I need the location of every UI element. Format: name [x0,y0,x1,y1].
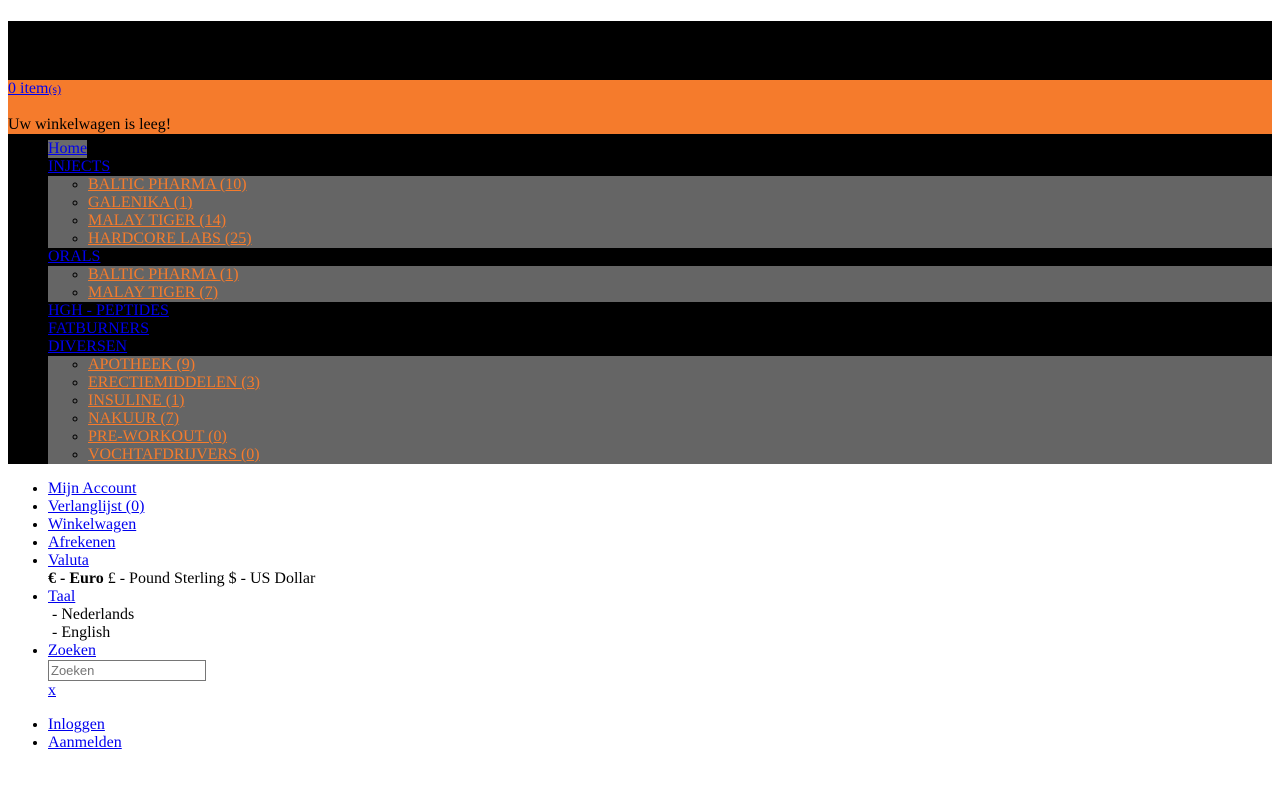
currency-link[interactable]: Valuta [48,552,89,569]
submenu-injects: BALTIC PHARMA (10) GALENIKA (1) MALAY TI… [48,176,1272,248]
menu-link-home[interactable]: Home [48,140,88,158]
menu-link-hgh-peptides[interactable]: HGH - PEPTIDES [48,302,169,319]
submenu-link-baltic-pharma[interactable]: BALTIC PHARMA (1) [88,266,239,283]
submenu-diversen: APOTHEEK (9) ERECTIEMIDDELEN (3) INSULIN… [48,356,1272,464]
submenu-link-apotheek[interactable]: APOTHEEK (9) [88,356,196,373]
cart-count-link[interactable]: 0 item(s) [8,80,1272,98]
cart-empty-message: Uw winkelwagen is leeg! [8,116,172,133]
submenu-item: ERECTIEMIDDELEN (3) [88,374,1272,392]
account-item: Mijn Account [48,480,1272,498]
submenu-item: HARDCORE LABS (25) [88,230,1272,248]
submenu-item: PRE-WORKOUT (0) [88,428,1272,446]
cart-count-label: 0 item [8,80,49,97]
language-link[interactable]: Taal [48,588,76,605]
menu-item-diversen: DIVERSEN APOTHEEK (9) ERECTIEMIDDELEN (3… [48,338,1272,464]
wishlist-link[interactable]: Verlanglijst (0) [48,498,145,515]
menu-item-hgh-peptides: HGH - PEPTIDES [48,302,1272,320]
menu-item-orals: ORALS BALTIC PHARMA (1) MALAY TIGER (7) [48,248,1272,302]
submenu-link-malay-tiger[interactable]: MALAY TIGER (7) [88,284,219,301]
auth-links: Inloggen Aanmelden [8,716,1272,752]
submenu-link-malay-tiger[interactable]: MALAY TIGER (14) [88,212,227,229]
account-links: Mijn Account Verlanglijst (0) Winkelwage… [8,480,1272,700]
main-menu: Home INJECTS BALTIC PHARMA (10) GALENIKA… [8,134,1272,464]
submenu-link-galenika[interactable]: GALENIKA (1) [88,194,193,211]
submenu-link-erectiemiddelen[interactable]: ERECTIEMIDDELEN (3) [88,374,260,391]
submenu-item: NAKUUR (7) [88,410,1272,428]
menu-link-injects[interactable]: INJECTS [48,158,111,175]
submenu-item: BALTIC PHARMA (10) [88,176,1272,194]
my-account-link[interactable]: Mijn Account [48,480,137,497]
submenu-item: INSULINE (1) [88,392,1272,410]
submenu-link-pre-workout[interactable]: PRE-WORKOUT (0) [88,428,227,445]
search-close-link[interactable]: x [48,682,56,699]
account-item: Winkelwagen [48,516,1272,534]
language-option-nl[interactable]: - Nederlands [48,606,135,623]
cart-bar: 0 item(s) Uw winkelwagen is leeg! [8,80,1272,134]
submenu-link-baltic-pharma[interactable]: BALTIC PHARMA (10) [88,176,247,193]
menu-item-home: Home [48,140,1272,158]
submenu-link-vochtafdrijvers[interactable]: VOCHTAFDRIJVERS (0) [88,446,260,463]
submenu-item: MALAY TIGER (14) [88,212,1272,230]
menu-item-injects: INJECTS BALTIC PHARMA (10) GALENIKA (1) … [48,158,1272,248]
submenu-link-hardcore-labs[interactable]: HARDCORE LABS (25) [88,230,252,247]
cart-link[interactable]: Winkelwagen [48,516,137,533]
menu-link-fatburners[interactable]: FATBURNERS [48,320,150,337]
auth-item: Inloggen [48,716,1272,734]
currency-options: € - Euro £ - Pound Sterling $ - US Dolla… [48,570,1272,588]
account-item: Afrekenen [48,534,1272,552]
language-option-en[interactable]: - English [48,624,111,641]
currency-euro-selected[interactable]: € - Euro [48,570,104,587]
search-link[interactable]: Zoeken [48,642,96,659]
register-link[interactable]: Aanmelden [48,734,122,751]
cart-count-suffix: (s) [48,82,62,96]
login-link[interactable]: Inloggen [48,716,105,733]
currency-other-options[interactable]: £ - Pound Sterling $ - US Dollar [103,570,316,587]
submenu-orals: BALTIC PHARMA (1) MALAY TIGER (7) [48,266,1272,302]
account-item: Zoeken x [48,642,1272,700]
submenu-item: VOCHTAFDRIJVERS (0) [88,446,1272,464]
top-header-bar [8,21,1272,80]
checkout-link[interactable]: Afrekenen [48,534,116,551]
submenu-item: APOTHEEK (9) [88,356,1272,374]
submenu-item: BALTIC PHARMA (1) [88,266,1272,284]
account-item: Valuta € - Euro £ - Pound Sterling $ - U… [48,552,1272,588]
page: 0 item(s) Uw winkelwagen is leeg! Home I… [0,0,1280,752]
submenu-item: MALAY TIGER (7) [88,284,1272,302]
search-box [48,660,1272,682]
menu-link-orals[interactable]: ORALS [48,248,101,265]
submenu-item: GALENIKA (1) [88,194,1272,212]
account-item: Taal - Nederlands - English [48,588,1272,642]
menu-item-fatburners: FATBURNERS [48,320,1272,338]
submenu-link-insuline[interactable]: INSULINE (1) [88,392,185,409]
account-item: Verlanglijst (0) [48,498,1272,516]
auth-item: Aanmelden [48,734,1272,752]
search-input[interactable] [48,660,206,681]
menu-link-diversen[interactable]: DIVERSEN [48,338,128,355]
submenu-link-nakuur[interactable]: NAKUUR (7) [88,410,180,427]
